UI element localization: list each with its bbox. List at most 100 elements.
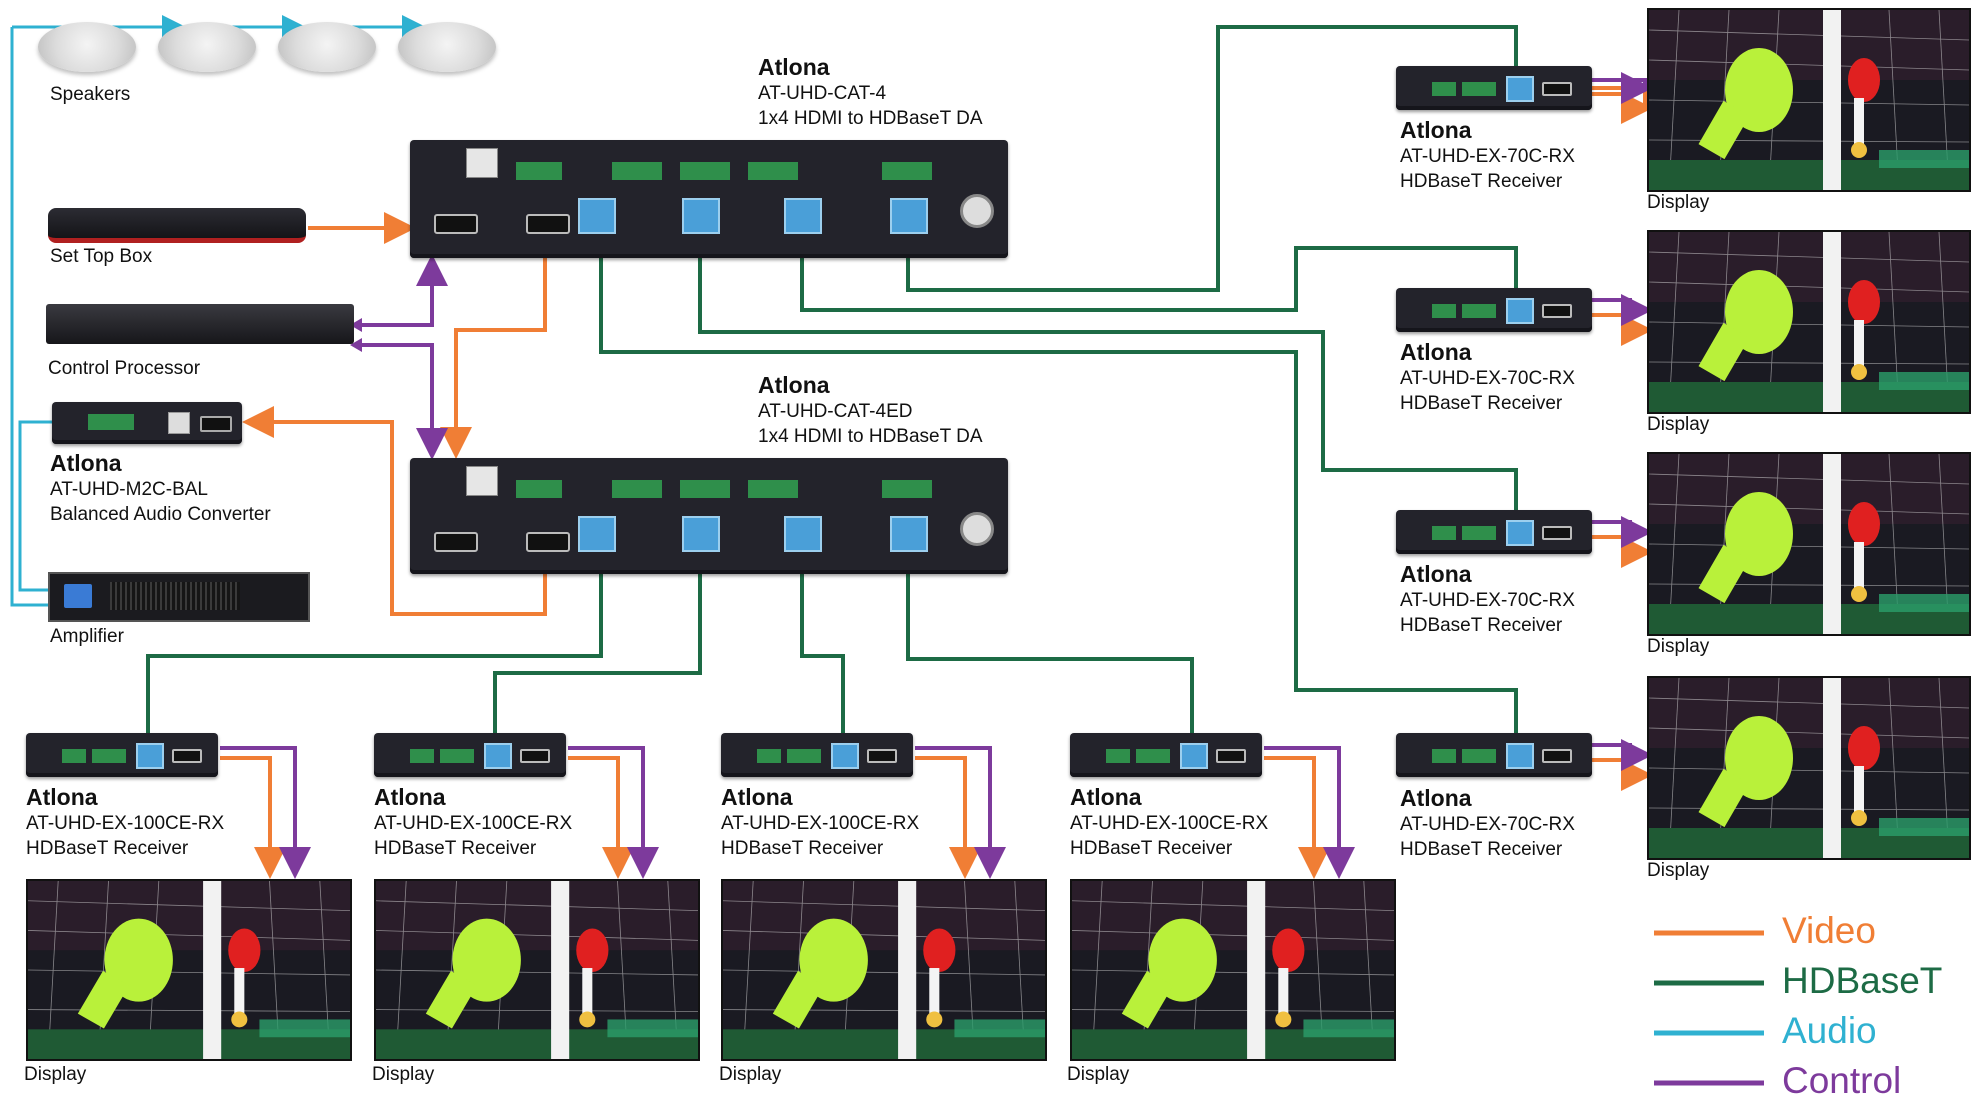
- ir-terminal: [1462, 749, 1496, 763]
- rs232-terminal: [410, 749, 434, 763]
- ir-terminal: [92, 749, 126, 763]
- terminal-1: [612, 162, 662, 180]
- hdmi-out-port: [1542, 749, 1572, 763]
- da-bottom-brand: Atlona: [758, 372, 830, 398]
- hdmi-out-port: [1542, 82, 1572, 96]
- hdmi-in-port: [434, 532, 478, 552]
- display-image: [1649, 454, 1969, 634]
- speaker-3: [278, 22, 376, 72]
- audio-converter-brand: Atlona: [50, 450, 122, 476]
- receiver-device-4: [1070, 733, 1262, 777]
- hdmi-out-port: [520, 749, 550, 763]
- display-screen-1: [26, 879, 352, 1061]
- speaker-2: [158, 22, 256, 72]
- speaker-4: [398, 22, 496, 72]
- display-screen-4: [1070, 879, 1396, 1061]
- terminal-3: [748, 480, 798, 498]
- amplifier: [48, 572, 310, 622]
- receiver-model: AT-UHD-EX-100CE-RX: [26, 813, 225, 834]
- receiver-desc: HDBaseT Receiver: [26, 838, 189, 859]
- display-image: [723, 881, 1045, 1059]
- receiver-brand: Atlona: [1400, 117, 1472, 143]
- rs232-terminal: [1432, 749, 1456, 763]
- amp-logo: [64, 584, 92, 608]
- hdbaset-in-port: [1506, 76, 1534, 102]
- hdmi-out-port: [526, 532, 570, 552]
- da-top-model: AT-UHD-CAT-4: [758, 83, 887, 104]
- display-image: [1649, 678, 1969, 858]
- control-processor-label: Control Processor: [48, 358, 201, 379]
- display-screen-4: [1647, 676, 1971, 860]
- hdbaset-out-3: [784, 516, 822, 552]
- hdmi-out-port: [1542, 526, 1572, 540]
- terminal-master: [516, 162, 562, 180]
- rs232-terminal: [1432, 82, 1456, 96]
- display-screen-3: [1647, 452, 1971, 636]
- display-label: Display: [1647, 860, 1710, 881]
- display-label: Display: [1647, 192, 1710, 213]
- receiver-device-4: [1396, 733, 1592, 777]
- terminal-4: [882, 480, 932, 498]
- hdmi-out-port: [867, 749, 897, 763]
- ir-terminal: [1462, 304, 1496, 318]
- display-image: [1649, 232, 1969, 412]
- receiver-device-1: [1396, 66, 1592, 110]
- set-top-box: [48, 208, 306, 243]
- receiver-model: AT-UHD-EX-70C-RX: [1400, 814, 1575, 835]
- ir-terminal: [1462, 82, 1496, 96]
- lan-port: [466, 148, 498, 178]
- amplifier-label: Amplifier: [50, 626, 124, 647]
- receiver-desc: HDBaseT Receiver: [1400, 615, 1563, 636]
- legend-lines: [1654, 930, 1764, 1086]
- da-bottom-model: AT-UHD-CAT-4ED: [758, 401, 913, 422]
- hdbaset-out-4: [890, 198, 928, 234]
- hdmi-out-port: [526, 214, 570, 234]
- display-label: Display: [1067, 1064, 1130, 1085]
- receiver-device-3: [721, 733, 913, 777]
- display-screen-2: [374, 879, 700, 1061]
- audio-converter: [52, 402, 242, 444]
- ir-terminal: [440, 749, 474, 763]
- control-processor: [46, 304, 354, 344]
- receiver-model: AT-UHD-EX-70C-RX: [1400, 368, 1575, 389]
- control-arrow-extra: [350, 318, 362, 352]
- hdmi-port: [200, 416, 232, 432]
- receiver-desc: HDBaseT Receiver: [1400, 171, 1563, 192]
- da-top-device: [410, 140, 1008, 258]
- rs232-terminal: [1432, 304, 1456, 318]
- receiver-brand: Atlona: [1400, 339, 1472, 365]
- display-image: [28, 881, 350, 1059]
- lan-port: [466, 466, 498, 496]
- rs232-terminal: [1106, 749, 1130, 763]
- hdbaset-in-port: [1180, 743, 1208, 769]
- receiver-desc: HDBaseT Receiver: [1070, 838, 1233, 859]
- da-bottom-desc: 1x4 HDMI to HDBaseT DA: [758, 426, 983, 447]
- terminal-1: [612, 480, 662, 498]
- legend-label-hdbaset: HDBaseT: [1782, 960, 1943, 1001]
- terminal-4: [882, 162, 932, 180]
- receiver-model: AT-UHD-EX-70C-RX: [1400, 590, 1575, 611]
- receiver-device-3: [1396, 510, 1592, 554]
- terminal-block: [88, 414, 134, 430]
- hdbaset-in-port: [136, 743, 164, 769]
- audio-converter-model: AT-UHD-M2C-BAL: [50, 479, 208, 500]
- receiver-brand: Atlona: [26, 784, 98, 810]
- hdbaset-out-2: [682, 198, 720, 234]
- da-bottom-device: [410, 458, 1008, 574]
- display-image: [376, 881, 698, 1059]
- receiver-model: AT-UHD-EX-100CE-RX: [1070, 813, 1269, 834]
- hdbaset-out-3: [784, 198, 822, 234]
- da-top-desc: 1x4 HDMI to HDBaseT DA: [758, 108, 983, 129]
- rs232-terminal: [62, 749, 86, 763]
- terminal-master: [516, 480, 562, 498]
- ir-terminal: [1136, 749, 1170, 763]
- legend-label-control: Control: [1782, 1060, 1902, 1101]
- ir-terminal: [1462, 526, 1496, 540]
- receiver-device-1: [26, 733, 218, 777]
- display-label: Display: [1647, 414, 1710, 435]
- hdmi-out-port: [172, 749, 202, 763]
- audio-converter-desc: Balanced Audio Converter: [50, 504, 271, 525]
- display-label: Display: [372, 1064, 435, 1085]
- display-label: Display: [24, 1064, 87, 1085]
